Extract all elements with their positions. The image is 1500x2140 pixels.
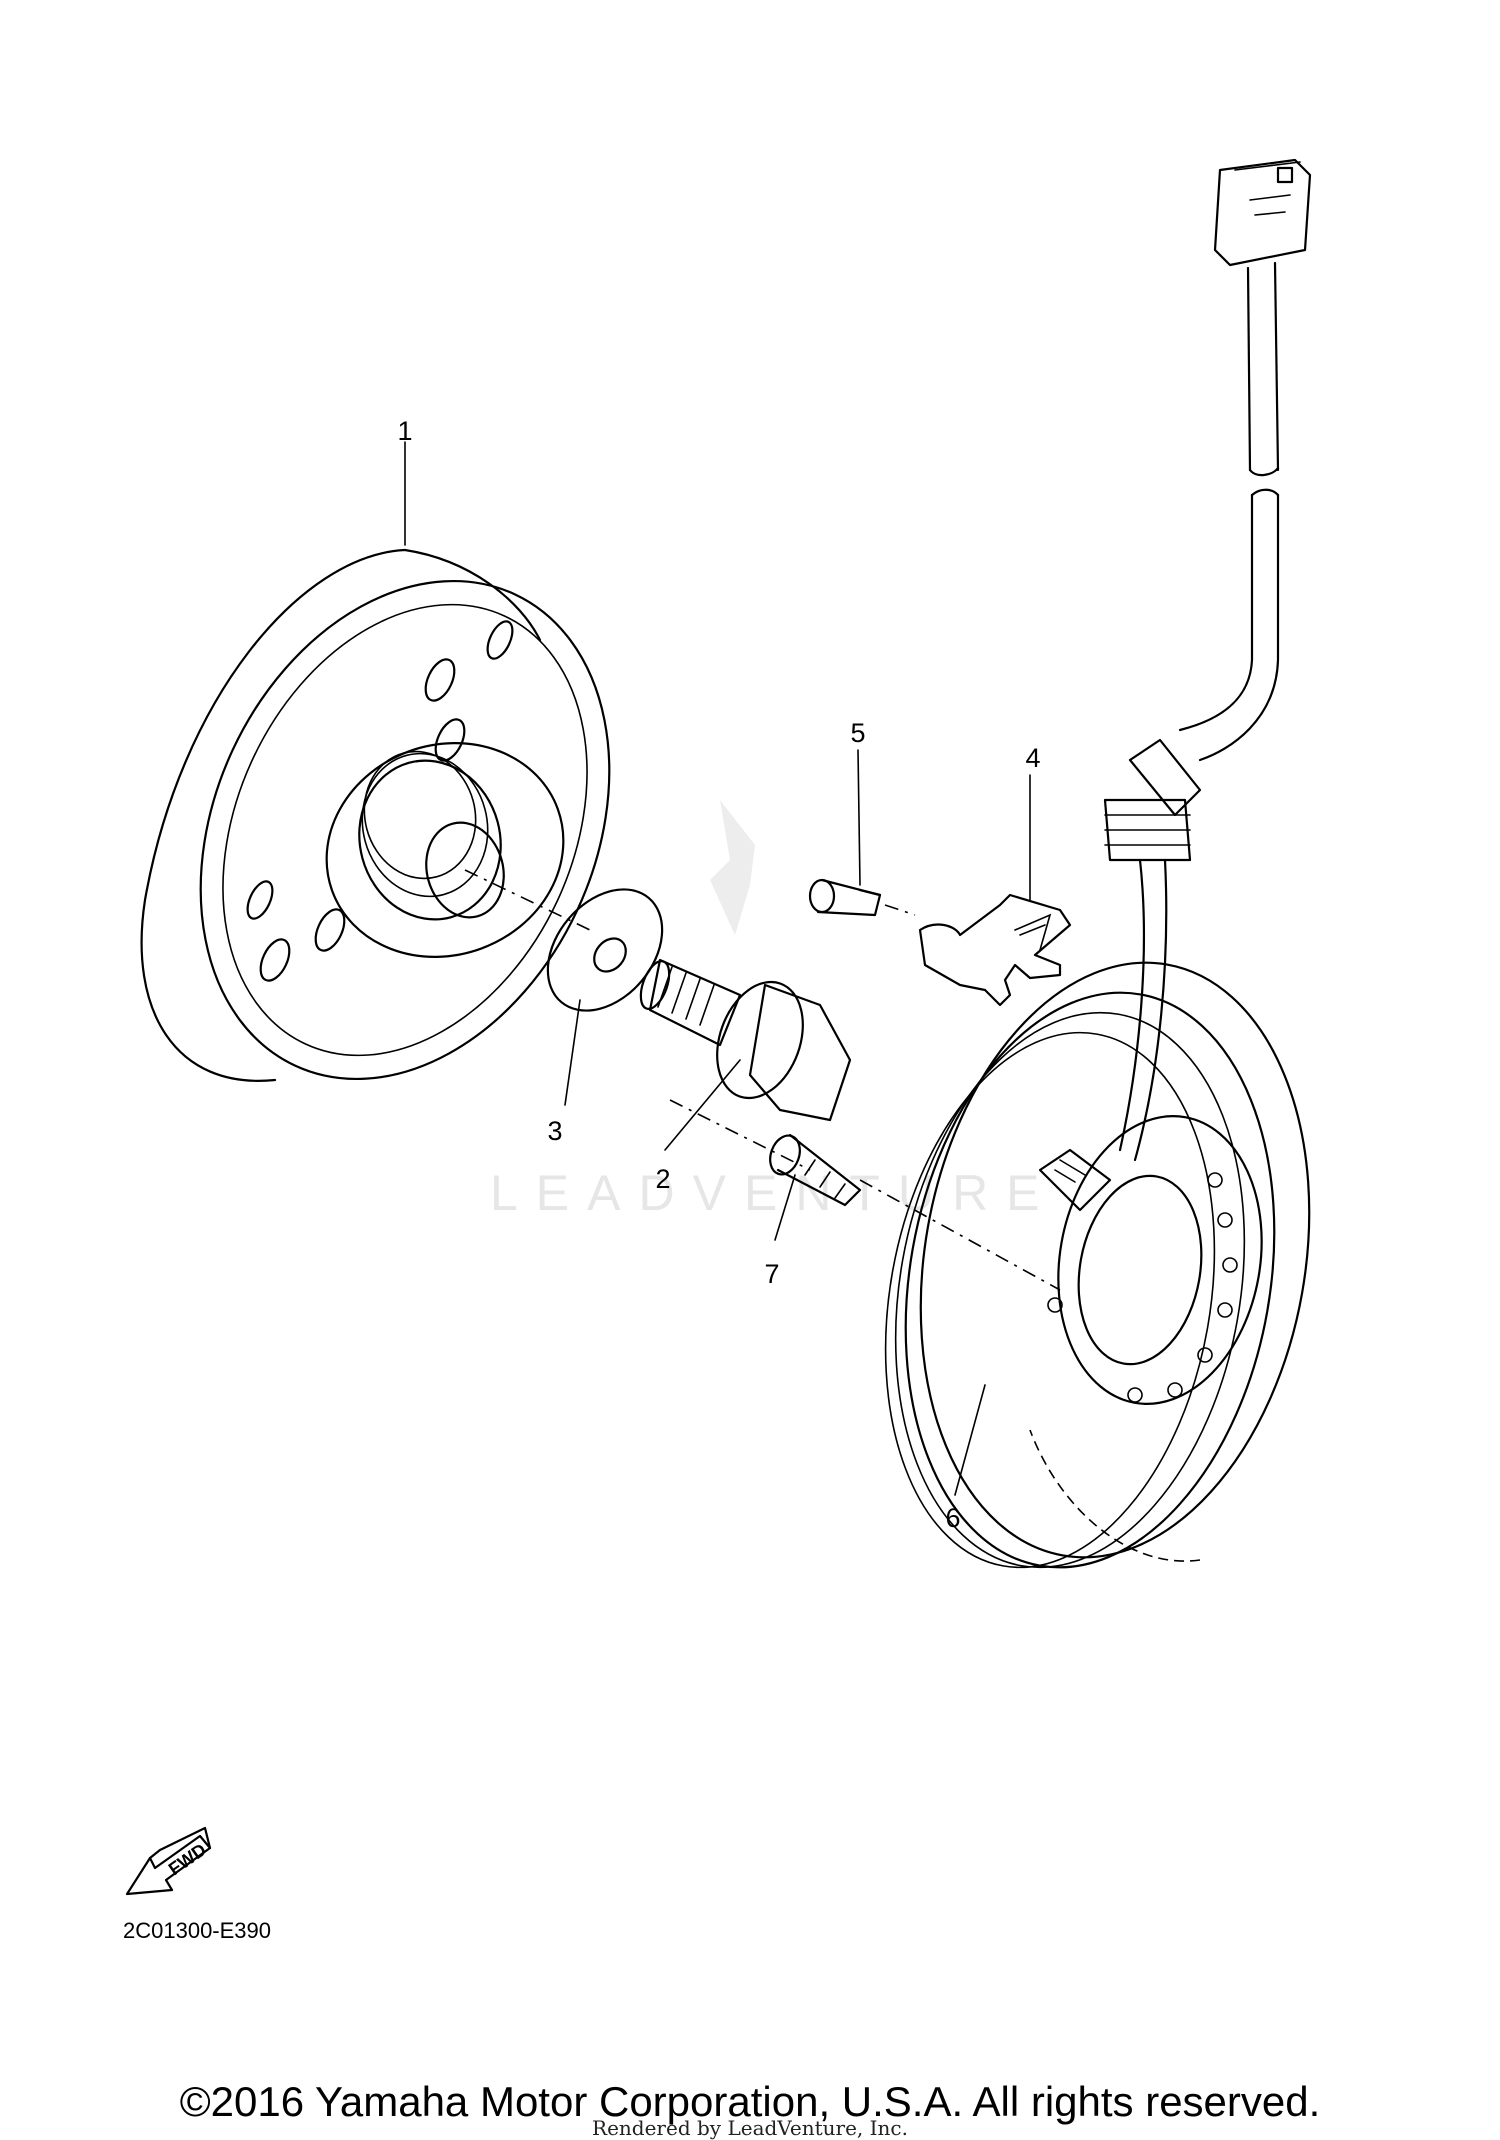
callout-6: 6 <box>945 1503 960 1533</box>
watermark: LEADVENTURE <box>490 800 1058 1221</box>
lead-wire <box>1103 158 1312 1162</box>
callout-labels: 1 2 3 4 5 6 7 <box>397 416 1040 1533</box>
washer[interactable] <box>525 867 686 1033</box>
screw-5[interactable] <box>808 878 882 917</box>
callout-5: 5 <box>850 718 865 748</box>
rendered-by-credit: Rendered by LeadVenture, Inc. <box>592 2116 908 2140</box>
callout-3: 3 <box>547 1116 562 1146</box>
callout-2: 2 <box>655 1164 670 1194</box>
callout-1: 1 <box>397 416 412 446</box>
lead-wire-clamp[interactable] <box>918 893 1072 1007</box>
copyright-notice: ©2016 Yamaha Motor Corporation, U.S.A. A… <box>179 2078 1321 2125</box>
callout-4: 4 <box>1025 743 1040 773</box>
diagram-code: 2C01300-E390 <box>123 1918 272 1943</box>
screw-7[interactable] <box>765 1131 862 1207</box>
flywheel-rotor[interactable] <box>123 514 687 1146</box>
callout-7: 7 <box>764 1259 779 1289</box>
flange-bolt[interactable] <box>635 957 852 1122</box>
assembly-centerlines <box>464 869 1061 1291</box>
stator-coil[interactable] <box>846 932 1355 1597</box>
fwd-arrow-icon: FWD <box>125 1826 212 1896</box>
watermark-text: LEADVENTURE <box>490 1165 1058 1221</box>
leader-lines <box>404 441 1031 1496</box>
